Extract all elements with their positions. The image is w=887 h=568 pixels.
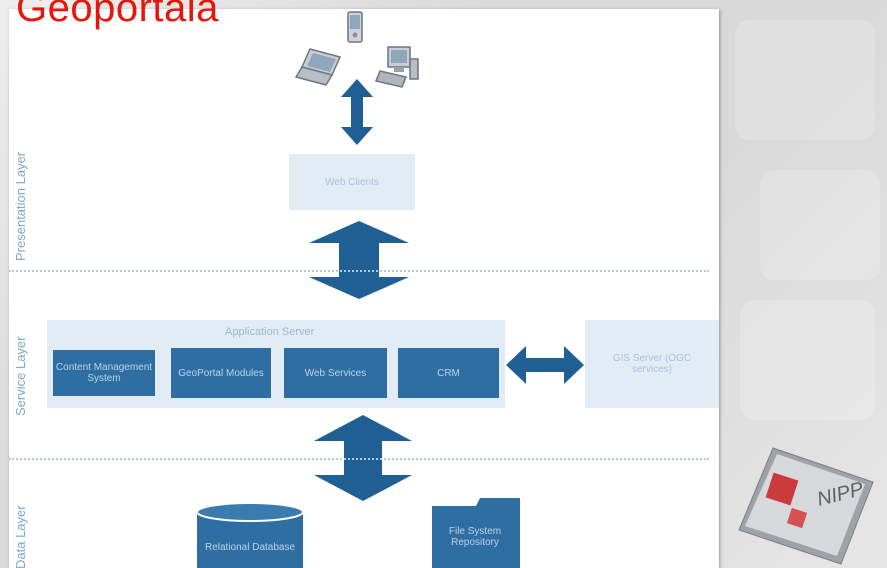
arrow-presentation-service bbox=[309, 221, 409, 299]
background-tile bbox=[740, 300, 875, 420]
arrow-devices-webclients bbox=[341, 79, 373, 145]
web-clients-label: Web Clients bbox=[325, 176, 379, 188]
database-icon bbox=[196, 502, 304, 568]
layer-divider bbox=[9, 458, 709, 460]
background-tile bbox=[735, 20, 875, 140]
web-clients-box: Web Clients bbox=[289, 154, 415, 210]
folder-icon bbox=[432, 498, 520, 568]
module-geoportal-modules: GeoPortal Modules bbox=[171, 348, 271, 398]
module-web-services: Web Services bbox=[284, 348, 387, 398]
presentation-layer-label: Presentation Layer bbox=[13, 151, 28, 261]
service-layer-label: Service Layer bbox=[13, 336, 28, 416]
background-tile bbox=[760, 170, 880, 280]
relational-database-box: Relational Database bbox=[195, 529, 305, 565]
data-layer-label: Data Layer bbox=[13, 505, 28, 568]
module-label: GeoPortal Modules bbox=[178, 367, 264, 379]
gis-server-box: GIS Server (OGC services) bbox=[585, 320, 719, 408]
arrow-appserver-gis bbox=[506, 346, 584, 384]
module-label: CRM bbox=[437, 367, 460, 379]
module-content-management-system: Content Management System bbox=[53, 350, 155, 396]
module-crm: CRM bbox=[398, 348, 499, 398]
relational-database-label: Relational Database bbox=[204, 541, 296, 553]
nipp-logo: NIPP bbox=[738, 447, 874, 565]
module-label: Content Management System bbox=[55, 362, 153, 384]
layer-divider bbox=[9, 270, 709, 272]
laptop-icon bbox=[294, 48, 342, 86]
module-label: Web Services bbox=[304, 367, 367, 379]
architecture-diagram-panel: Presentation Layer Service Layer Data La… bbox=[9, 9, 719, 568]
file-system-repository-label: File System Repository bbox=[448, 526, 502, 548]
file-system-repository-box: File System Repository bbox=[430, 517, 520, 557]
page-title: Geoportala bbox=[16, 0, 219, 30]
mobile-phone-icon bbox=[347, 11, 363, 43]
application-server-label: Application Server bbox=[225, 326, 315, 338]
gis-server-label: GIS Server (OGC services) bbox=[612, 353, 692, 375]
desktop-computer-icon bbox=[374, 46, 419, 88]
